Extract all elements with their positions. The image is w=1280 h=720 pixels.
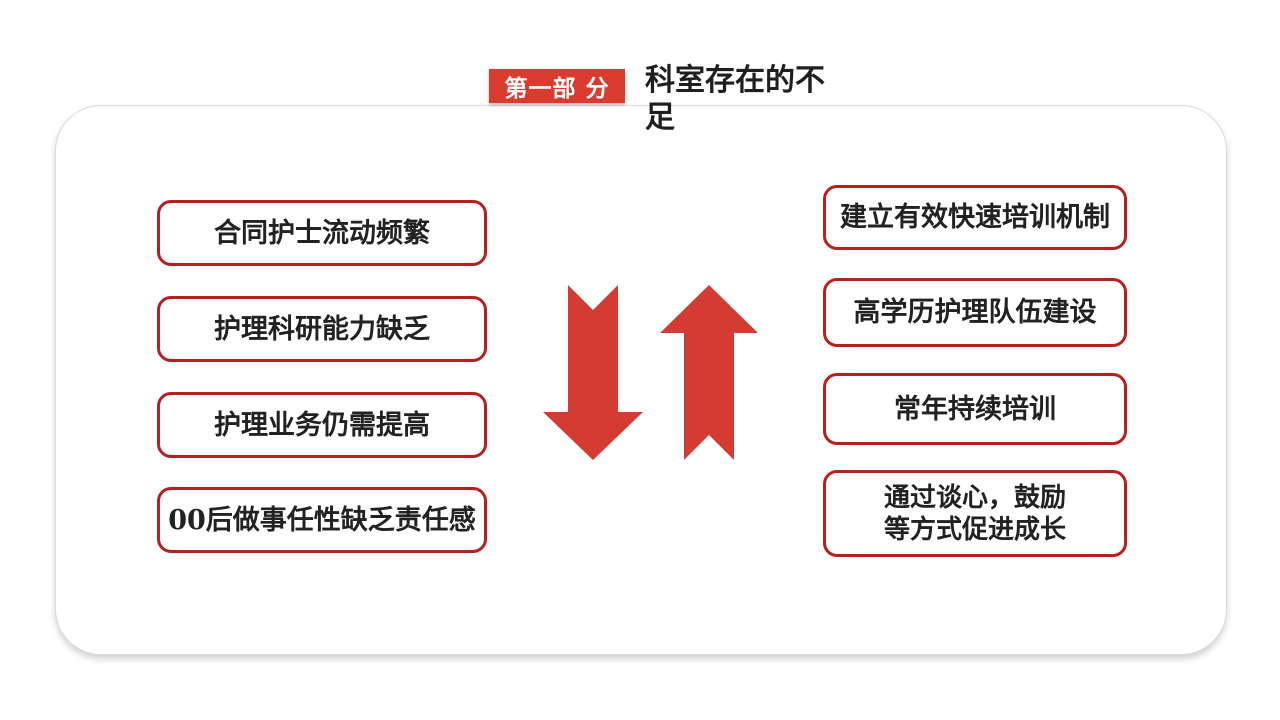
right-item-label-3: 常年持续培训 bbox=[894, 393, 1056, 425]
section-badge: 第一部 分 bbox=[489, 69, 625, 103]
right-item-label-4: 通过谈心，鼓励 等方式促进成长 bbox=[883, 482, 1066, 545]
page-title: 科室存在的不 足 bbox=[645, 63, 825, 135]
left-item-box-1: 合同护士流动频繁 bbox=[157, 200, 487, 266]
left-item-label-3: 护理业务仍需提高 bbox=[214, 409, 430, 441]
right-item-label-1: 建立有效快速培训机制 bbox=[840, 202, 1110, 233]
left-item-box-2: 护理科研能力缺乏 bbox=[157, 296, 487, 362]
left-item-box-3: 护理业务仍需提高 bbox=[157, 392, 487, 458]
down-arrow-icon bbox=[543, 285, 643, 460]
right-item-box-4: 通过谈心，鼓励 等方式促进成长 bbox=[823, 470, 1127, 557]
left-item-box-4: 00后做事任性缺乏责任感 bbox=[157, 487, 487, 553]
right-item-box-3: 常年持续培训 bbox=[823, 373, 1127, 445]
left-item-label-1: 合同护士流动频繁 bbox=[214, 217, 430, 249]
left-item-label-2: 护理科研能力缺乏 bbox=[214, 313, 430, 345]
right-item-box-2: 高学历护理队伍建设 bbox=[823, 278, 1127, 347]
up-arrow-icon bbox=[660, 285, 758, 460]
left-item-label-4: 00后做事任性缺乏责任感 bbox=[168, 504, 476, 536]
right-item-box-1: 建立有效快速培训机制 bbox=[823, 185, 1127, 250]
right-item-label-2: 高学历护理队伍建设 bbox=[853, 297, 1097, 328]
